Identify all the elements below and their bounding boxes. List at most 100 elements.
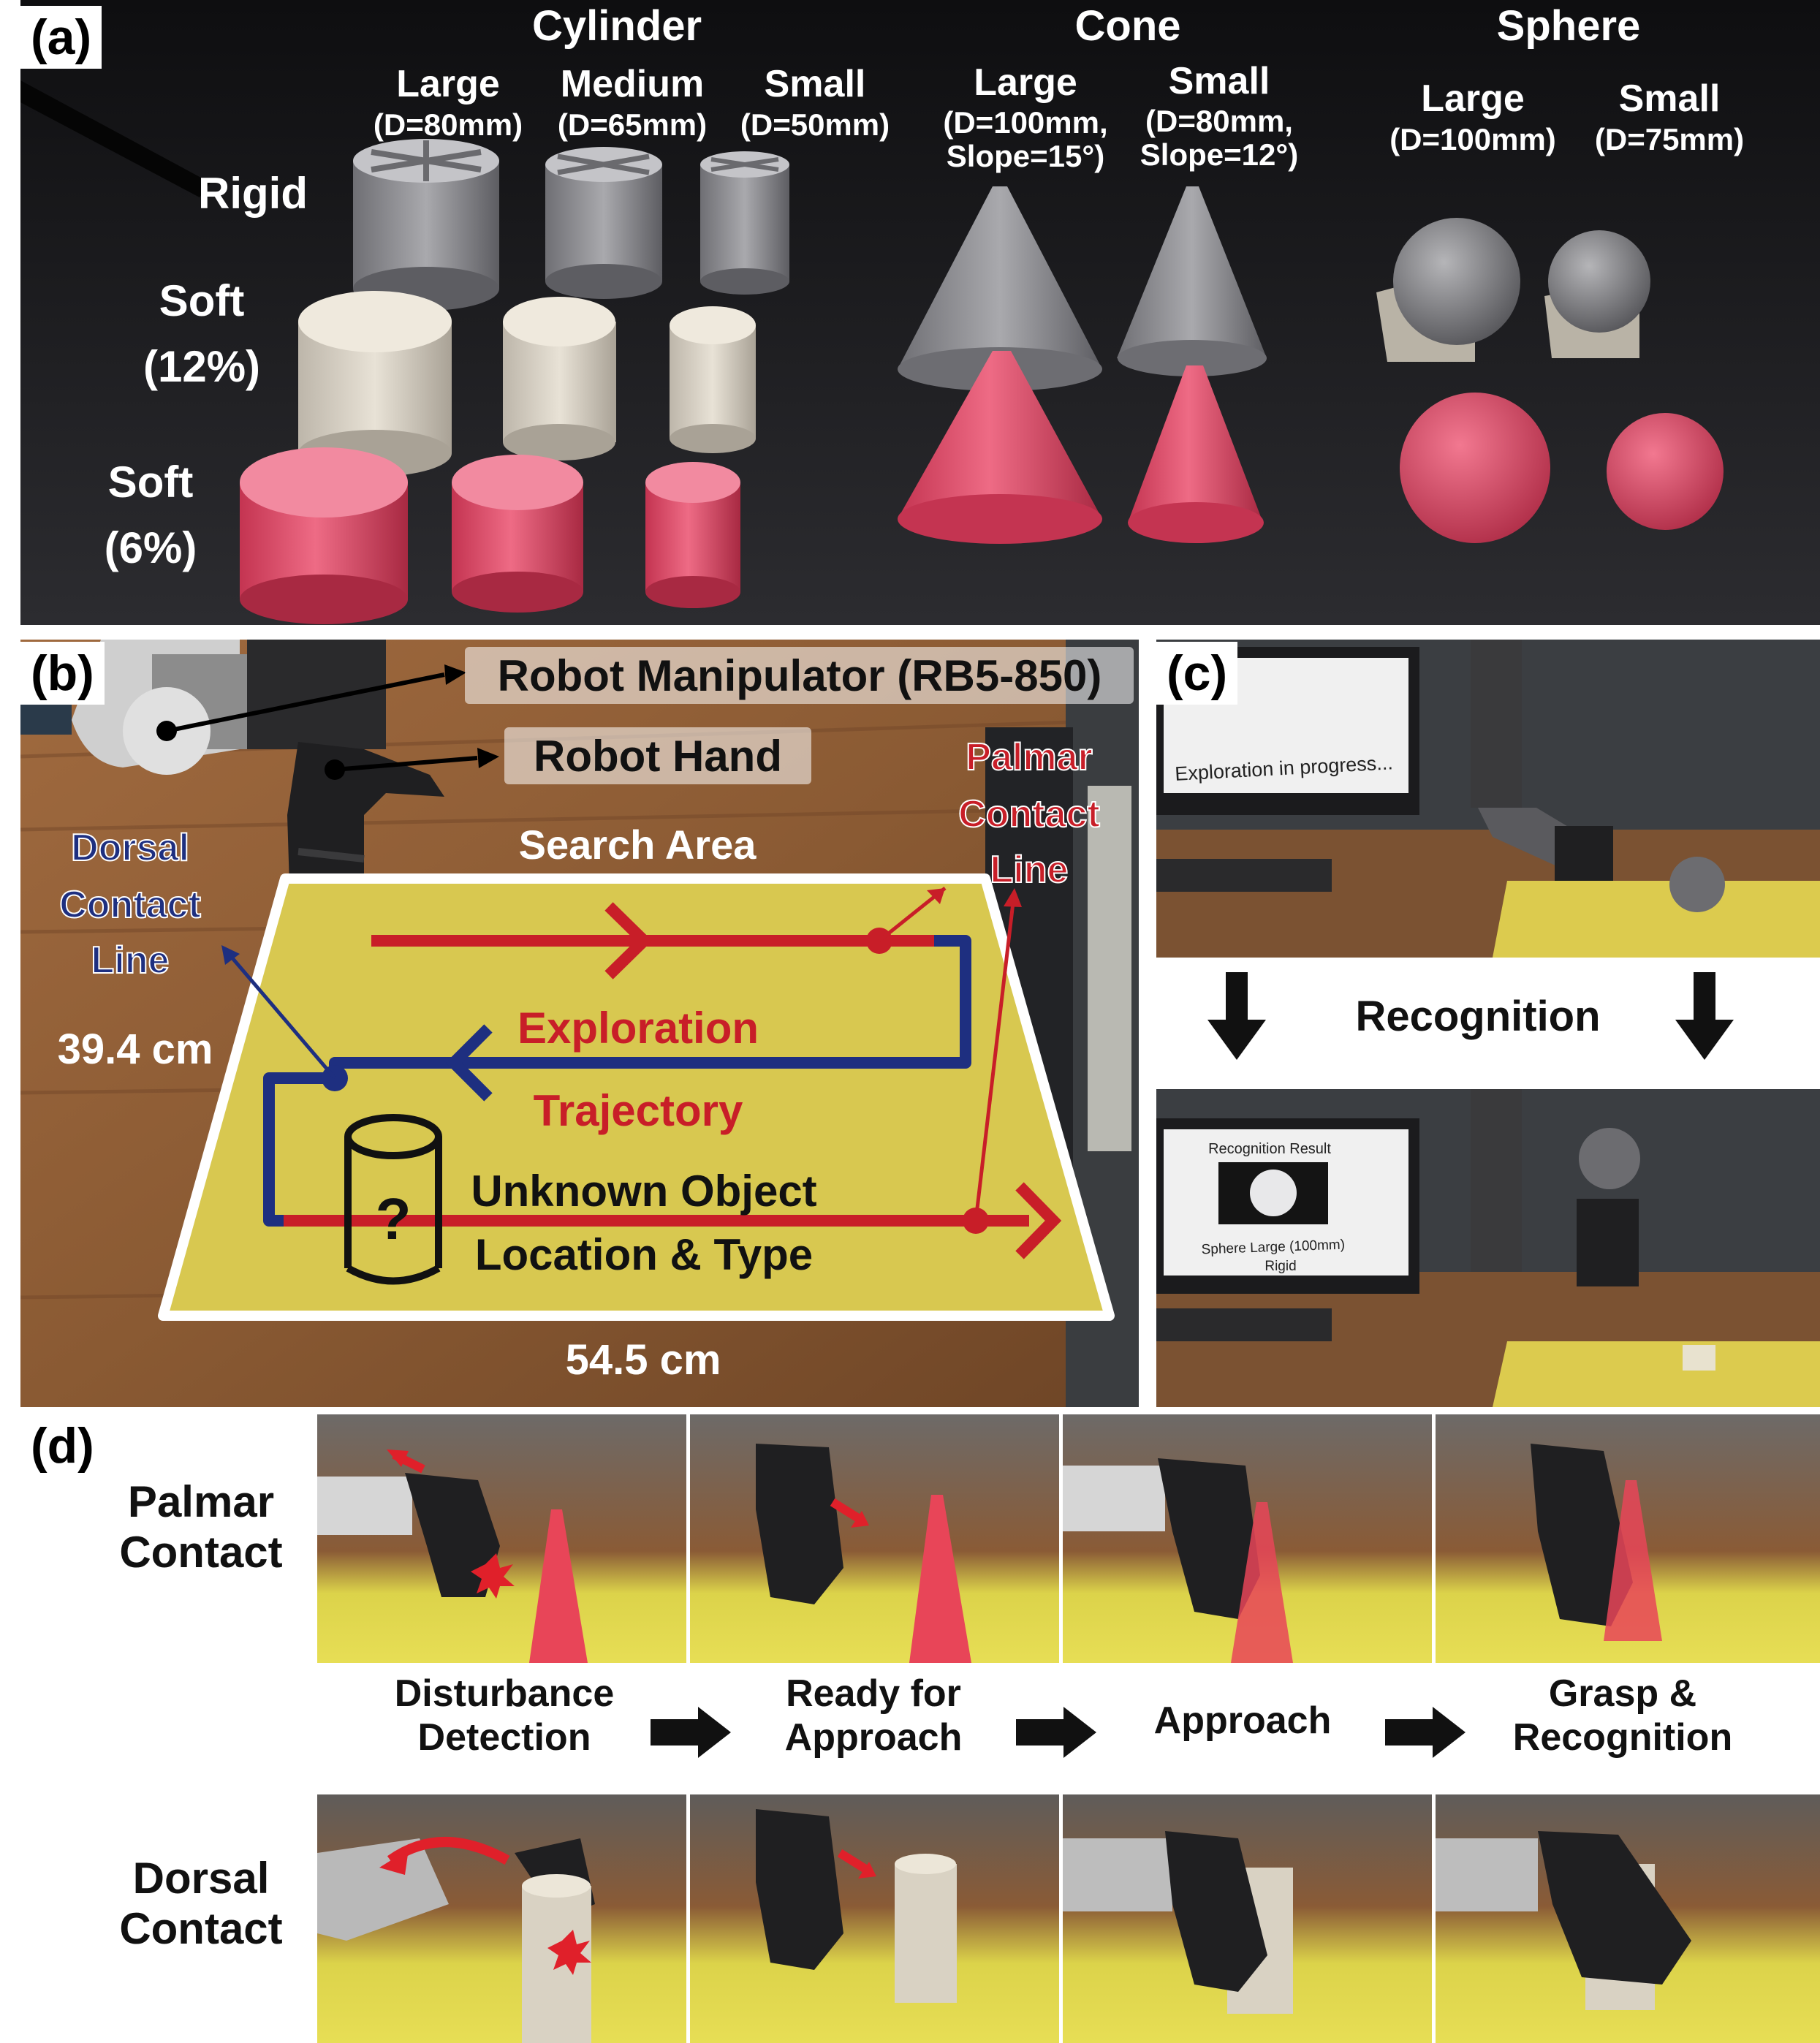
row-label-soft6-pct: (6%) [105, 523, 197, 572]
panel-c-photo-top: Exploration in progress... [1156, 640, 1820, 958]
size-spec2-cone-small: Slope=12°) [1140, 137, 1298, 172]
step-ready-for-approach: Ready for Approach [720, 1672, 1027, 1760]
rigid-cylinder-medium [545, 147, 662, 299]
label-dorsal-3: Line [91, 939, 170, 982]
group-title-cone: Cone [1075, 2, 1181, 50]
row-label-dorsal-1: Dorsal [132, 1854, 270, 1903]
soft12-cylinder-medium [503, 297, 616, 460]
trajectory-arrow-left [445, 1024, 493, 1102]
trajectory-arrow-right [604, 902, 653, 979]
step-3-line1: Approach [1153, 1699, 1332, 1742]
dorsal-frames [317, 1794, 1820, 2043]
unknown-object-icon [344, 1114, 442, 1285]
soft6-cone-large [898, 351, 1102, 544]
panel-a-tag: (a) [20, 6, 102, 69]
label-unknown-object: Unknown Object [471, 1167, 816, 1216]
dorsal-frame-2 [690, 1794, 1059, 2043]
step-arrows [651, 1707, 1466, 1758]
step-grasp-recognition: Grasp & Recognition [1469, 1672, 1776, 1760]
trajectory-arrow-end [1015, 1182, 1062, 1259]
label-trajectory: Trajectory [534, 1086, 743, 1135]
size-spec-cylinder-medium: (D=65mm) [558, 107, 707, 142]
label-palmar-3: Line [990, 849, 1069, 891]
size-spec-cylinder-small: (D=50mm) [740, 107, 890, 142]
size-spec-cone-small: (D=80mm, [1145, 104, 1293, 138]
step-4-line1: Grasp & [1548, 1672, 1697, 1715]
soft6-cone-small [1128, 365, 1264, 543]
palmar-frame-2 [690, 1414, 1059, 1663]
panel-b-photo: ? Robot Manipulator (RB5-850) Robot Hand… [20, 640, 1139, 1407]
rigid-cone-small [1117, 186, 1267, 376]
label-dorsal-1: Dorsal [71, 827, 189, 869]
label-palmar-1: Palmar [966, 736, 1092, 778]
size-label-cone-small: Small [1169, 60, 1270, 102]
soft6-cylinder-large [240, 447, 408, 624]
label-search-area: Search Area [519, 822, 757, 868]
row-label-rigid: Rigid [198, 169, 308, 218]
label-robot-manipulator: Robot Manipulator (RB5-850) [498, 651, 1102, 700]
label-palmar-2: Contact [958, 793, 1100, 835]
group-title-sphere: Sphere [1497, 2, 1641, 50]
panel-a-scene: Cylinder Cone Sphere Large (D=80mm) Medi… [20, 0, 1820, 625]
row-label-soft12-pct: (12%) [143, 342, 260, 391]
row-label-palmar: Palmar Contact [80, 1477, 322, 1577]
step-arrow-2 [1016, 1707, 1096, 1758]
label-dorsal-2: Contact [59, 884, 201, 926]
rigid-sphere-large [1376, 218, 1520, 362]
result-title: Recognition Result [1208, 1141, 1331, 1157]
size-spec-sphere-small: (D=75mm) [1595, 122, 1744, 156]
size-spec-cone-large: (D=100mm, [943, 105, 1107, 140]
size-label-cylinder-large: Large [396, 63, 500, 105]
panel-c-photo-bottom: Recognition Result Sphere Large (100mm) … [1156, 1089, 1820, 1407]
unknown-object-question: ? [376, 1186, 412, 1251]
panel-b-scene: ? Robot Manipulator (RB5-850) Robot Hand… [20, 640, 1139, 1407]
row-label-dorsal: Dorsal Contact [80, 1853, 322, 1954]
label-robot-hand: Robot Hand [534, 732, 782, 781]
size-spec-sphere-large: (D=100mm) [1389, 122, 1556, 156]
rigid-cylinder-small [700, 151, 789, 295]
dorsal-frame-3 [1063, 1794, 1432, 2043]
step-2-line2: Approach [784, 1716, 963, 1759]
row-label-dorsal-2: Contact [119, 1904, 283, 1953]
palmar-frame-4 [1436, 1414, 1820, 1663]
step-arrow-1 [651, 1707, 731, 1758]
group-title-cylinder: Cylinder [532, 2, 702, 50]
size-spec2-cone-large: Slope=15°) [947, 139, 1104, 173]
size-label-cone-large: Large [974, 61, 1077, 104]
step-1-line2: Detection [417, 1716, 591, 1759]
panel-c-tag: (c) [1156, 642, 1238, 705]
label-location-type: Location & Type [475, 1230, 813, 1279]
dorsal-frame-4 [1436, 1794, 1820, 2043]
dorsal-frame-1 [317, 1794, 686, 2043]
palmar-frame-1 [317, 1414, 686, 1663]
soft12-cylinder-small [670, 306, 756, 453]
label-recognition: Recognition [1355, 993, 1600, 1040]
result-line2: Rigid [1264, 1259, 1296, 1274]
keyboard [1156, 859, 1332, 892]
label-width: 54.5 cm [566, 1336, 721, 1384]
panel-c-scene-top: Exploration in progress... [1156, 640, 1820, 958]
soft6-sphere-large [1400, 393, 1550, 543]
row-label-soft12: Soft [159, 276, 245, 325]
step-1-line1: Disturbance [394, 1672, 615, 1715]
rigid-cylinder-large [353, 139, 499, 311]
palmar-frames [317, 1414, 1820, 1663]
row-label-palmar-1: Palmar [127, 1477, 275, 1526]
soft12-cylinder-large [298, 291, 452, 477]
rigid-sphere-small [1544, 230, 1650, 358]
palmar-frame-3 [1063, 1414, 1432, 1663]
recognition-arrows: Recognition [1207, 972, 1734, 1060]
soft6-cylinder-medium [452, 455, 583, 613]
step-arrow-3 [1385, 1707, 1466, 1758]
panel-a-photo: Cylinder Cone Sphere Large (D=80mm) Medi… [20, 0, 1820, 625]
row-label-palmar-2: Contact [119, 1528, 283, 1577]
search-area [158, 873, 1115, 1321]
step-disturbance-detection: Disturbance Detection [351, 1672, 658, 1760]
step-4-line2: Recognition [1512, 1716, 1733, 1759]
step-2-line1: Ready for [786, 1672, 961, 1715]
size-spec-cylinder-large: (D=80mm) [374, 107, 523, 142]
step-approach: Approach [1089, 1699, 1396, 1743]
size-label-sphere-large: Large [1421, 77, 1525, 120]
soft6-cylinder-small [645, 462, 740, 608]
panel-c-scene-bottom: Recognition Result Sphere Large (100mm) … [1156, 1089, 1820, 1407]
